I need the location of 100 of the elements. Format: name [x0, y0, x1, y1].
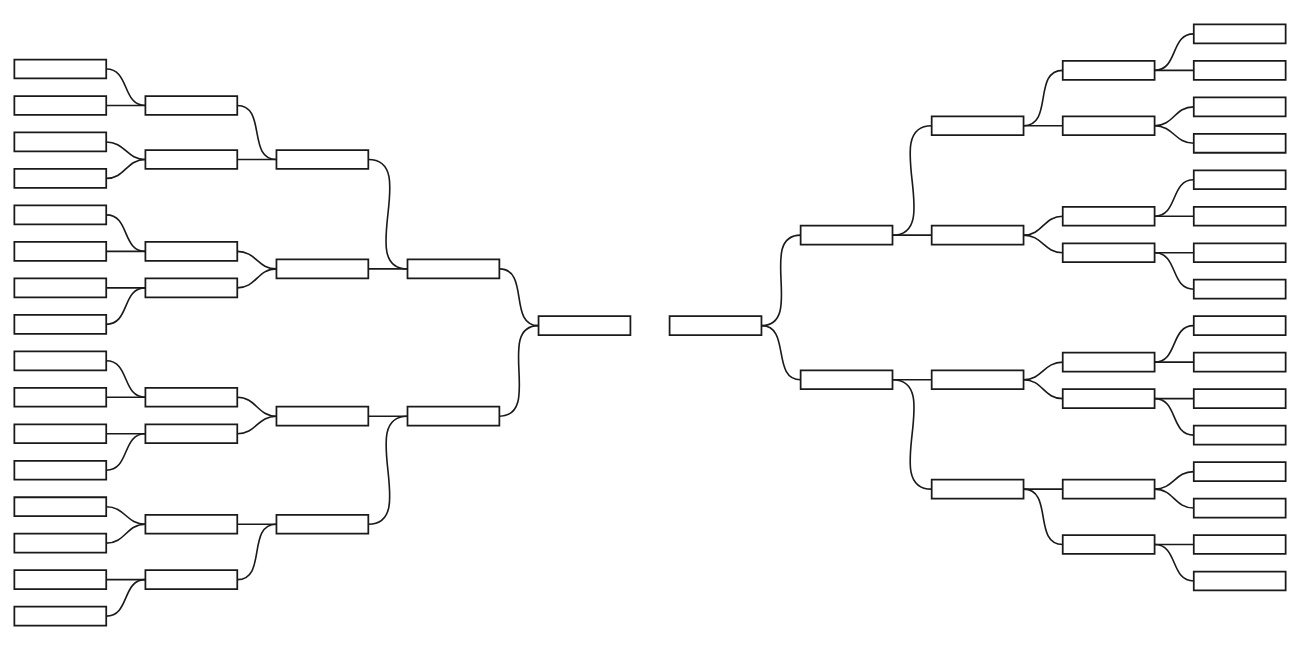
connector: [367, 268, 409, 270]
connector: [1153, 215, 1195, 218]
node-box: [144, 149, 239, 170]
node-box: [1192, 570, 1287, 592]
connector: [1153, 488, 1195, 509]
connector: [1153, 324, 1195, 363]
node-box: [1192, 169, 1287, 191]
connector: [105, 578, 147, 617]
connector: [367, 415, 409, 526]
node-box: [144, 95, 239, 116]
connector: [1153, 397, 1195, 436]
node-box: [930, 115, 1025, 137]
node-box: [13, 350, 108, 372]
node-box: [1061, 351, 1156, 373]
connector: [105, 360, 147, 399]
node-box: [1192, 424, 1287, 446]
connector: [236, 415, 278, 435]
node-box: [13, 386, 108, 408]
connector: [1022, 124, 1064, 127]
connector: [367, 415, 409, 417]
node-box: [406, 405, 501, 427]
node-box: [13, 605, 108, 627]
connector: [236, 268, 278, 289]
node-box: [1192, 461, 1287, 482]
node-box: [1061, 115, 1156, 137]
connector: [367, 158, 409, 270]
connector: [236, 523, 278, 526]
node-box: [1061, 60, 1156, 81]
connector: [1022, 234, 1064, 254]
node-box: [13, 314, 108, 335]
node-box: [13, 459, 108, 481]
connector: [236, 104, 278, 161]
connector: [1022, 215, 1064, 236]
node-box: [13, 496, 108, 518]
connector: [1153, 470, 1195, 490]
connector: [498, 324, 540, 417]
connector: [105, 523, 147, 544]
node-box: [13, 58, 108, 80]
node-box: [1192, 132, 1287, 154]
node-box: [275, 405, 370, 427]
connector: [891, 378, 933, 490]
connector: [1153, 33, 1195, 72]
node-box: [1061, 478, 1156, 500]
node-box: [1192, 534, 1287, 555]
node-box: [1192, 23, 1287, 45]
node-box: [537, 315, 632, 336]
node-box: [1061, 242, 1156, 264]
node-box: [1192, 315, 1287, 336]
connector: [1153, 543, 1195, 582]
node-box: [1192, 242, 1287, 264]
node-box: [1061, 205, 1156, 227]
connector: [1153, 124, 1195, 145]
connector: [1153, 361, 1195, 363]
connector: [760, 324, 802, 381]
connector: [105, 250, 147, 253]
node-box: [930, 369, 1025, 391]
node-box: [144, 423, 239, 445]
connector: [105, 104, 147, 107]
connector: [1022, 69, 1064, 127]
node-box: [13, 277, 108, 299]
node-box: [275, 513, 370, 535]
node-box: [1061, 534, 1156, 555]
node-box: [13, 423, 108, 445]
connector: [105, 287, 147, 326]
node-box: [1192, 205, 1287, 227]
node-box: [668, 315, 763, 336]
connector: [105, 505, 147, 526]
connector: [1022, 378, 1064, 400]
node-box: [144, 386, 239, 408]
node-box: [13, 131, 108, 153]
node-box: [13, 204, 108, 226]
node-box: [1192, 497, 1287, 519]
node-box: [144, 513, 239, 535]
connector: [498, 268, 540, 327]
node-box: [1192, 60, 1287, 81]
connector: [105, 68, 147, 107]
connector: [1022, 488, 1064, 546]
node-box: [275, 258, 370, 280]
connector: [1153, 69, 1195, 72]
connector: [891, 124, 933, 236]
connector: [236, 158, 278, 161]
node-box: [799, 369, 894, 391]
connector: [105, 141, 147, 161]
connector: [236, 523, 278, 581]
node-box: [406, 258, 501, 280]
connector: [105, 158, 147, 180]
node-box: [144, 569, 239, 590]
node-box: [13, 569, 108, 590]
connector: [1153, 178, 1195, 218]
node-box: [1192, 96, 1287, 118]
node-box: [275, 149, 370, 170]
node-box: [930, 224, 1025, 246]
connector: [105, 432, 147, 472]
connector: [105, 214, 147, 253]
node-box: [13, 95, 108, 116]
node-box: [13, 241, 108, 262]
node-box: [144, 241, 239, 262]
node-box: [1061, 388, 1156, 409]
node-box: [1192, 351, 1287, 373]
node-box: [799, 224, 894, 246]
